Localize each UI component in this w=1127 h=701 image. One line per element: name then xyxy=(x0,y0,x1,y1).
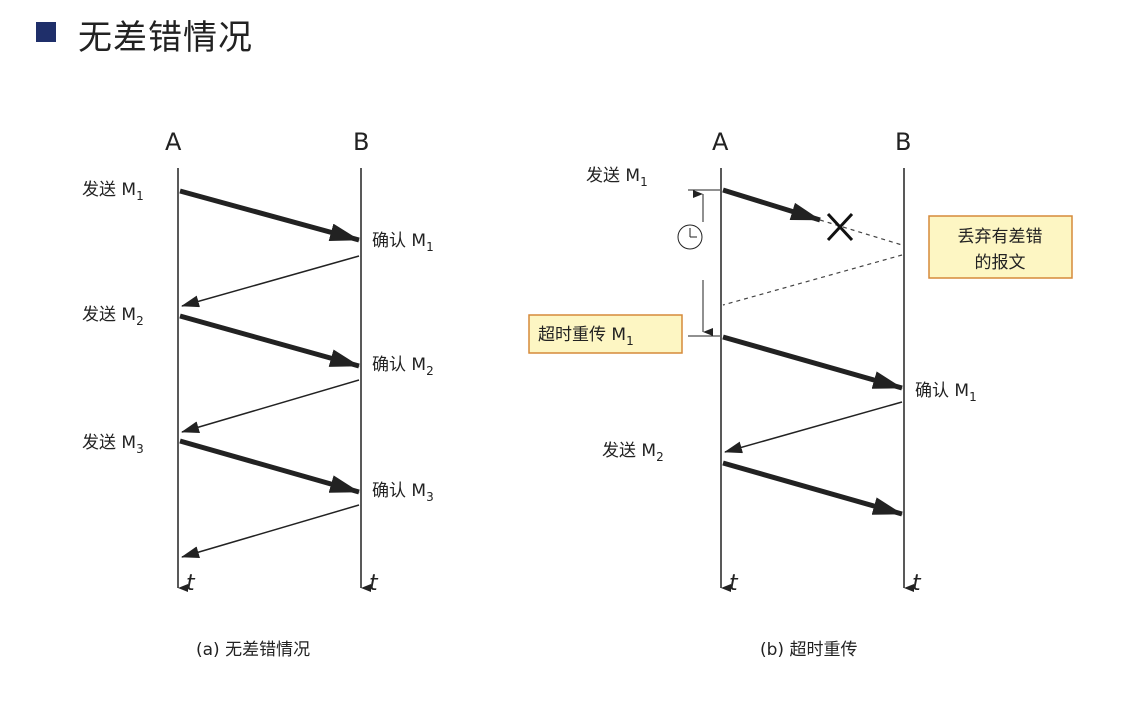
retransmit-label: 超时重传 M1 xyxy=(538,325,634,348)
ack-m1-arrow xyxy=(181,255,360,308)
host-b-label: B xyxy=(895,128,911,156)
host-a-label: A xyxy=(712,128,729,156)
ack-m2-label: 确认 M2 xyxy=(372,355,434,378)
discard-callout: 丢弃有差错 的报文 xyxy=(928,215,1073,279)
discard-line2: 的报文 xyxy=(975,253,1026,273)
ack-m3-label: 确认 M3 xyxy=(372,481,434,504)
retransmit-callout: 超时重传 M1 xyxy=(528,314,683,354)
ack-m3-arrow xyxy=(181,504,360,558)
send-m1-arrow xyxy=(179,188,360,243)
send-m1-label: 发送 M1 xyxy=(586,166,648,189)
lost-path-dashed xyxy=(819,219,903,246)
send-m2-label: 发送 M2 xyxy=(602,441,664,464)
time-label-b: t xyxy=(369,571,379,596)
host-a-label: A xyxy=(165,128,182,156)
discard-line1: 丢弃有差错 xyxy=(958,227,1043,247)
send-m2-label: 发送 M2 xyxy=(82,305,144,328)
send-m2-arrow xyxy=(722,460,903,517)
diagram-b: A B t t xyxy=(528,128,1073,660)
ack-m1-arrow xyxy=(724,401,903,454)
error-x-icon xyxy=(826,212,854,242)
caption-b: (b) 超时重传 xyxy=(760,640,857,660)
ack-m1-label: 确认 M1 xyxy=(372,231,434,254)
caption-a: (a) 无差错情况 xyxy=(196,640,310,660)
send-m2-arrow xyxy=(179,313,360,369)
ack-m1-label: 确认 M1 xyxy=(915,381,977,404)
title-bullet-icon xyxy=(36,22,56,42)
page-title: 无差错情况 xyxy=(78,18,253,58)
time-label-a: t xyxy=(729,571,739,596)
send-m1-arrow xyxy=(722,187,821,223)
time-label-b: t xyxy=(912,571,922,596)
send-m1-label: 发送 M1 xyxy=(82,180,144,203)
ack-m2-arrow xyxy=(181,379,360,433)
send-m3-arrow xyxy=(179,438,360,495)
retransmit-m1-arrow xyxy=(722,334,903,391)
host-b-label: B xyxy=(353,128,369,156)
time-label-a: t xyxy=(186,571,196,596)
clock-icon xyxy=(677,224,703,250)
diagram-a: A B t t 发送 M1 确认 M1 发送 M2 确认 M2 发送 M3 确认… xyxy=(82,128,434,660)
send-m3-label: 发送 M3 xyxy=(82,433,144,456)
missing-ack-dashed xyxy=(722,254,903,306)
